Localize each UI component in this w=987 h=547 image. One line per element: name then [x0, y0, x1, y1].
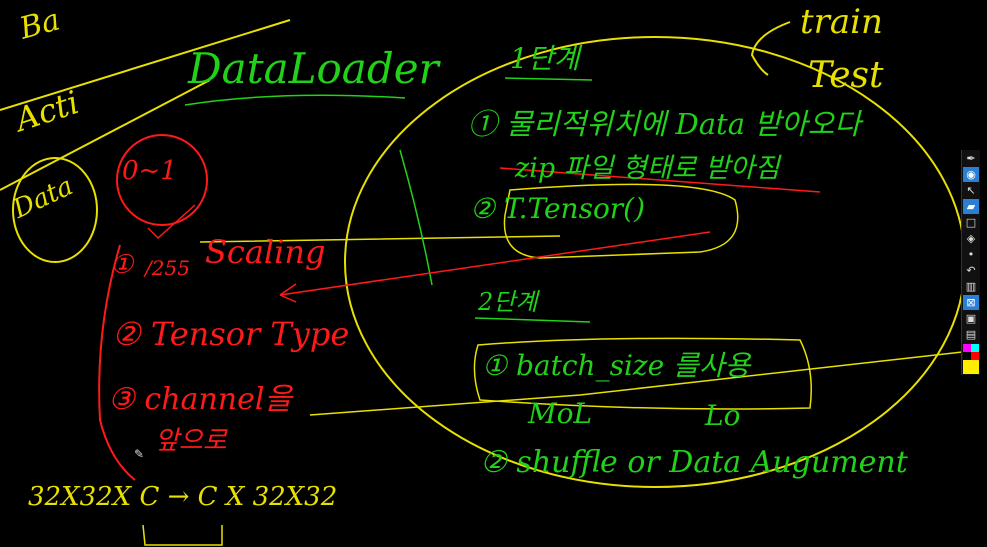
yellow-data-circle: [12, 157, 98, 263]
yellow-diagonal-lines: [0, 19, 291, 191]
dataloader-title: DataLoader: [188, 44, 439, 93]
stage2-header: 2단계: [478, 288, 538, 316]
red-item1-div: /255: [145, 256, 190, 280]
stage2-note-mol: MoL: [528, 397, 593, 430]
pen-icon[interactable]: ✒: [966, 152, 976, 165]
eraser-icon[interactable]: ◈: [966, 232, 976, 245]
eye-icon[interactable]: ◉: [963, 167, 979, 182]
pencil-cursor-icon: ✎: [134, 447, 145, 461]
red-strike: [499, 167, 821, 193]
highlighter-icon[interactable]: ▰: [963, 199, 979, 214]
yellow-horizontal-line: [199, 235, 981, 416]
yellow-bracket: [750, 21, 791, 76]
stage1-header: 1단계: [510, 42, 580, 75]
test-label: Test: [808, 55, 884, 96]
yellow-batch-box: [473, 337, 812, 410]
red-range-circle: [116, 134, 208, 226]
annotation-toolbar: ✒ ◉ ↖ ▰ □ ◈ • ↶ ▥ ⊠ ▣ ▤: [961, 150, 980, 375]
clipboard-icon[interactable]: ▤: [965, 328, 977, 341]
camera-icon[interactable]: ▣: [965, 312, 977, 325]
stage2-item1: ① batch_size 를사용: [482, 349, 751, 382]
palette-icon[interactable]: [963, 344, 979, 374]
range-label: 0~1: [122, 156, 177, 186]
red-item1-label: Scaling: [205, 233, 326, 271]
red-item3: ③ channel을: [108, 382, 293, 417]
shape-note: 32X32X C → C X 32X32: [28, 482, 338, 512]
trash-icon[interactable]: ▥: [965, 280, 977, 293]
shape-icon[interactable]: □: [965, 216, 977, 229]
red-item3-cont: 앞으로: [155, 426, 227, 456]
red-check-stroke: [147, 204, 196, 240]
train-label: train: [800, 2, 883, 42]
red-arrow: [279, 231, 711, 303]
yellow-tensor-box: [503, 183, 739, 259]
stage1-item1: ① 물리적위치에 Data 받아오다: [468, 107, 861, 141]
pointer-icon[interactable]: ↖: [966, 184, 976, 197]
yellow-shape-bracket: [142, 524, 223, 546]
yellow-big-circle: [344, 36, 966, 488]
stage1-item1-sub: zip 파일 형태로 받아짐: [515, 153, 780, 184]
undo-icon[interactable]: ↶: [966, 264, 976, 277]
green-underline: [184, 77, 593, 323]
red-item2: ② Tensor Type: [112, 315, 350, 353]
stage1-item2: ② T.Tensor(): [470, 192, 646, 225]
green-curve: [399, 149, 433, 286]
close-box-icon[interactable]: ⊠: [963, 295, 979, 310]
red-list-bracket: [98, 244, 136, 481]
stage2-item2: ② shuffle or Data Augument: [480, 445, 908, 480]
red-item1-num: ①: [110, 250, 134, 280]
stage2-note-lo: Lo: [705, 399, 741, 432]
dot-icon[interactable]: •: [967, 248, 975, 261]
